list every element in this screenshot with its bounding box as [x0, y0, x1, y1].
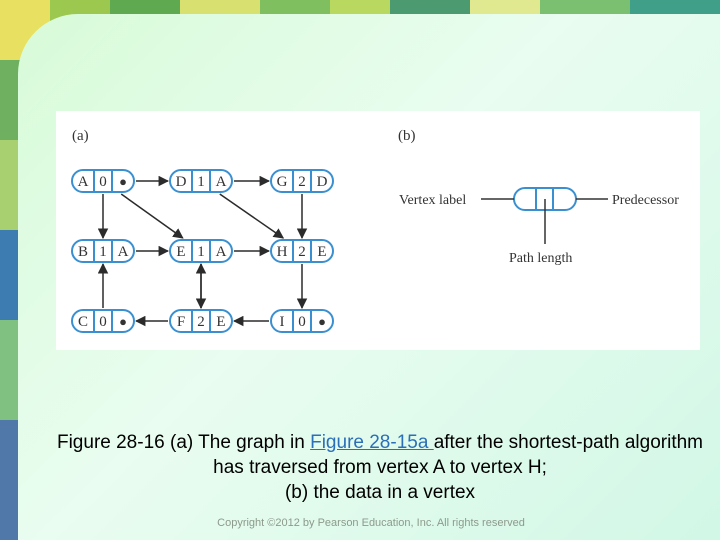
copyright-footer: Copyright ©2012 by Pearson Education, In…: [217, 517, 525, 529]
vertex-c-name: C: [78, 314, 88, 330]
legend-path-length: Path length: [509, 251, 572, 266]
figure-link[interactable]: Figure 28-15a: [310, 432, 434, 453]
vertex-e-pred: A: [216, 244, 227, 260]
vertex-d-pred: A: [216, 174, 227, 190]
legend-vertex-label: Vertex label: [399, 193, 466, 208]
vertex-i-name: I: [280, 314, 285, 330]
vertex-d-length: 1: [197, 174, 205, 190]
vertex-f-pred: E: [216, 314, 225, 330]
label-a: (a): [72, 128, 89, 144]
vertex-a-pred: ●: [119, 174, 127, 189]
vertex-d-name: D: [176, 174, 187, 190]
legend-node: [481, 187, 608, 244]
vertex-i-pred: ●: [318, 314, 326, 329]
vertex-b-length: 1: [99, 244, 107, 260]
legend-predecessor: Predecessor: [612, 193, 679, 208]
vertex-c-pred: ●: [119, 314, 127, 329]
vertex-b-pred: A: [118, 244, 129, 260]
vertex-g-pred: D: [317, 174, 328, 190]
vertex-f-length: 2: [197, 314, 205, 330]
vertex-h-length: 2: [298, 244, 306, 260]
vertex-g-name: G: [277, 174, 288, 190]
figure-caption: Figure 28-16 (a) The graph in Figure 28-…: [40, 430, 720, 505]
edge-a-e: [120, 193, 184, 239]
vertex-b-name: B: [78, 244, 88, 260]
vertex-e-name: E: [176, 244, 185, 260]
caption-part1: Figure 28-16 (a) The graph in: [56, 432, 311, 453]
vertex-h-name: H: [277, 244, 288, 260]
vertex-f-name: F: [177, 314, 185, 330]
label-b: (b): [398, 128, 416, 144]
caption-part3: (b) the data in a vertex: [284, 482, 476, 503]
vertex-h-pred: E: [317, 244, 326, 260]
edge-d-h: [219, 193, 285, 239]
vertex-c-length: 0: [99, 314, 107, 330]
vertex-a-length: 0: [99, 174, 107, 190]
vertex-i-length: 0: [298, 314, 306, 330]
caption-part2: after the shortest-path algorithm has tr…: [213, 432, 703, 478]
vertex-e-length: 1: [197, 244, 205, 260]
vertex-g-length: 2: [298, 174, 306, 190]
vertex-a-name: A: [78, 174, 89, 190]
edges: [97, 175, 308, 327]
